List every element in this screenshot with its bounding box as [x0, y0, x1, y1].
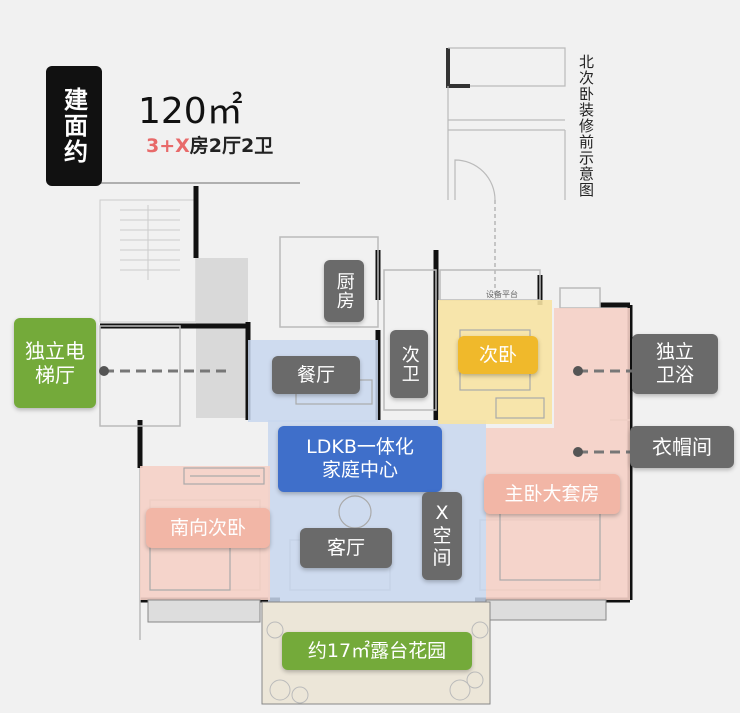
inset-sketch — [446, 47, 566, 300]
south-balcony — [147, 599, 261, 623]
private-bath-label: 独立卫浴 — [632, 334, 718, 394]
layout-prefix: 3+X — [146, 135, 190, 157]
x-space-text: X空间 — [432, 501, 452, 570]
ldkb-label: LDKB一体化 家庭中心 — [278, 426, 442, 492]
bath2-label: 次卫 — [390, 330, 428, 398]
private-bath-zone — [554, 308, 630, 428]
area-value: 120㎡ — [138, 91, 243, 132]
elevator-hall-text: 独立电梯厅 — [25, 339, 85, 387]
bedroom2-label: 次卧 — [458, 336, 538, 374]
inset-note: 北次卧装修前示意图 — [577, 54, 595, 198]
bath-marker — [573, 366, 583, 376]
elevator-hall-label: 独立电梯厅 — [14, 318, 96, 408]
terrace-label: 约17㎡露台花园 — [282, 632, 472, 670]
dining-label: 餐厅 — [272, 356, 360, 394]
south-bedroom-label: 南向次卧 — [146, 508, 270, 548]
stairs — [99, 199, 197, 323]
elevator-marker — [99, 366, 109, 376]
connectors — [104, 369, 632, 454]
x-space-label: X空间 — [422, 492, 462, 580]
ldkb-line2: 家庭中心 — [321, 459, 398, 481]
private-bath-text: 独立卫浴 — [655, 341, 694, 386]
layout-suffix: 房2厅2卫 — [189, 135, 274, 157]
living-label: 客厅 — [300, 528, 392, 568]
layout-summary: 3+X房2厅2卫 — [146, 131, 273, 158]
title-badge: 建面约 — [46, 66, 102, 186]
ldkb-line1: LDKB一体化 — [306, 436, 414, 459]
master-label: 主卧大套房 — [484, 474, 620, 514]
cloak-marker — [573, 447, 583, 457]
master-zone — [486, 428, 630, 600]
terrace-plants — [266, 621, 489, 704]
platform-label: 设备平台 — [486, 289, 518, 299]
corridor-fill — [196, 258, 248, 418]
kitchen-label: 厨房 — [324, 260, 364, 322]
master-balcony — [485, 599, 607, 621]
cloakroom-label: 衣帽间 — [630, 426, 734, 468]
